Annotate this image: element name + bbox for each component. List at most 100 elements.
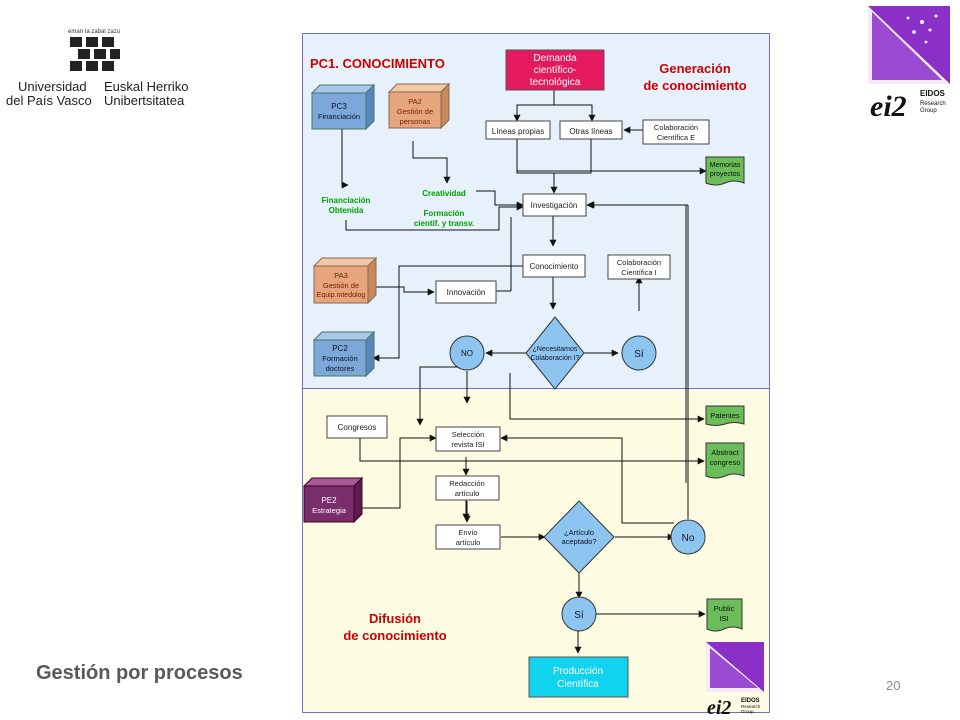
pc3-label-1: PC3	[331, 102, 347, 111]
investigacion-label: Investigación	[531, 201, 578, 210]
pa3-label-2: Gestión de	[323, 281, 359, 290]
footer-title: Gestión por procesos	[36, 662, 243, 684]
diffusion-title-2: de conocimiento	[343, 628, 446, 643]
public-isi-label-2: ISI	[719, 614, 728, 623]
eidos-sub-1: Research	[920, 101, 946, 107]
envio-label-1: Envío	[458, 528, 477, 537]
otras-lineas-node: Otras líneas	[559, 120, 623, 140]
no-decision-2: No	[670, 519, 706, 555]
university-logo: eman ta zabal zazu Universidad del País …	[6, 29, 189, 108]
colab-e-label-1: Colaboración	[654, 123, 698, 132]
university-name-eu-2: Unibertsitatea	[104, 93, 185, 108]
si-decision-1: Sí	[621, 335, 657, 371]
colab-i-node: Colaboración Científica I	[607, 254, 671, 280]
abstract-node: Abstract congreso	[705, 442, 745, 479]
pc2-node: PC2 Formación doctores	[312, 330, 376, 378]
seleccion-label-1: Selección	[452, 430, 485, 439]
pc3-label-2: Financiación	[318, 112, 360, 121]
aceptado-label-2: aceptado?	[561, 537, 596, 546]
congresos-node: Congresos	[326, 415, 388, 439]
patentes-node: Patentes	[705, 405, 745, 426]
eidos-logo-small: ei2 EIDOS Research Group	[706, 642, 764, 716]
pa3-label-1: PA3	[334, 271, 348, 280]
page-number: 20	[886, 678, 901, 693]
eidos-logo: ei2 EIDOS Research Group	[868, 6, 950, 118]
demanda-label-2: científico-	[534, 65, 577, 76]
diffusion-title-1: Difusión	[369, 611, 421, 626]
eidos-small-name: EIDOS	[741, 698, 760, 704]
no-label-1: NO	[461, 349, 473, 358]
envio-node: Envío artículo	[435, 524, 501, 550]
eidos-sub-2: Group	[920, 108, 937, 114]
generation-title-2: de conocimiento	[643, 78, 746, 93]
memorias-node: Memorias proyectos	[705, 156, 745, 186]
lineas-propias-label: Líneas propias	[492, 127, 544, 136]
redaccion-label-1: Redacción	[449, 479, 484, 488]
demanda-label-3: tecnológica	[530, 77, 581, 88]
demanda-label-1: Demanda	[533, 53, 577, 64]
seleccion-label-2: revista ISI	[451, 440, 484, 449]
university-motto: eman ta zabal zazu	[68, 29, 120, 35]
seleccion-node: Selección revista ISI	[435, 426, 501, 452]
pa2-label-3: personas	[400, 117, 431, 126]
pa3-node: PA3 Gestión de Equip.mtedolog	[312, 256, 378, 305]
necesitamos-label-1: ¿Necesitamos	[533, 346, 578, 353]
formacion-label-2: cientif. y transv.	[414, 219, 474, 228]
conocimiento-node: Conocimiento	[522, 254, 586, 278]
abstract-label-2: congreso	[710, 458, 741, 467]
eidos-small-mark: ei2	[707, 697, 731, 716]
redaccion-label-2: artículo	[455, 489, 480, 498]
connectors	[341, 89, 707, 654]
innovacion-label: Innovación	[447, 288, 486, 297]
pc2-label-2: Formación	[322, 354, 357, 363]
public-isi-label-1: Public	[714, 604, 735, 613]
conocimiento-label: Conocimiento	[530, 262, 579, 271]
si-label-2: Sí	[574, 610, 584, 621]
redaccion-node: Redacción artículo	[435, 475, 500, 501]
produccion-label-2: Científica	[557, 679, 599, 690]
memorias-label-2: proyectos	[710, 171, 741, 178]
financiacion-label-1: Financiación	[322, 196, 371, 205]
investigacion-node: Investigación	[522, 193, 587, 217]
eidos-small-sub-1: Research	[741, 704, 761, 709]
necesitamos-decision: ¿Necesitamos Colaboración I?	[525, 316, 585, 390]
university-name-es-2: del País Vasco	[6, 93, 92, 108]
envio-label-2: artículo	[456, 538, 481, 547]
demanda-node: Demanda científico- tecnológica	[505, 49, 605, 91]
memorias-label-1: Memorias	[710, 162, 741, 169]
colab-i-label-1: Colaboración	[617, 258, 661, 267]
pe2-node: PE2 Estrategia	[302, 476, 364, 524]
pc2-label-3: doctores	[326, 364, 355, 373]
lineas-propias-node: Líneas propias	[485, 120, 551, 140]
university-name-eu-1: Euskal Herriko	[104, 79, 189, 94]
colab-i-label-2: Científica I	[621, 268, 656, 277]
pa2-label-2: Gestión de	[397, 107, 433, 116]
eidos-small-sub-2: Group	[741, 709, 754, 714]
congresos-label: Congresos	[338, 423, 377, 432]
otras-lineas-label: Otras líneas	[569, 127, 612, 136]
financiacion-label-2: Obtenida	[329, 206, 364, 215]
pa3-label-3: Equip.mtedolog	[317, 292, 366, 299]
eidos-mark: ei2	[870, 90, 907, 118]
pe2-label-1: PE2	[321, 496, 337, 505]
pe2-label-2: Estrategia	[312, 506, 347, 515]
aceptado-decision: ¿Artículo aceptado?	[543, 500, 615, 574]
necesitamos-label-2: Colaboración I?	[530, 355, 579, 362]
university-emblem-icon	[70, 37, 120, 71]
si-label-1: Sí	[634, 349, 644, 360]
pa2-label-1: PA2	[408, 97, 422, 106]
eidos-name: EIDOS	[920, 89, 946, 98]
colab-e-node: Colaboración Científica E	[642, 119, 710, 145]
abstract-label-1: Abstract	[711, 448, 739, 457]
public-isi-node: Public ISI	[706, 598, 743, 632]
process-diagram: PC1. CONOCIMIENTO Generación de conocimi…	[302, 33, 770, 713]
produccion-node: Producción Científica	[528, 656, 629, 698]
aceptado-label-1: ¿Artículo	[564, 528, 594, 537]
creatividad-label: Creatividad	[422, 189, 466, 198]
diagram-title: PC1. CONOCIMIENTO	[310, 56, 445, 71]
produccion-label-1: Producción	[553, 666, 603, 677]
innovacion-node: Innovación	[435, 280, 497, 304]
formacion-label-1: Formación	[424, 209, 465, 218]
pc2-label-1: PC2	[332, 344, 348, 353]
generation-title-1: Generación	[659, 61, 731, 76]
